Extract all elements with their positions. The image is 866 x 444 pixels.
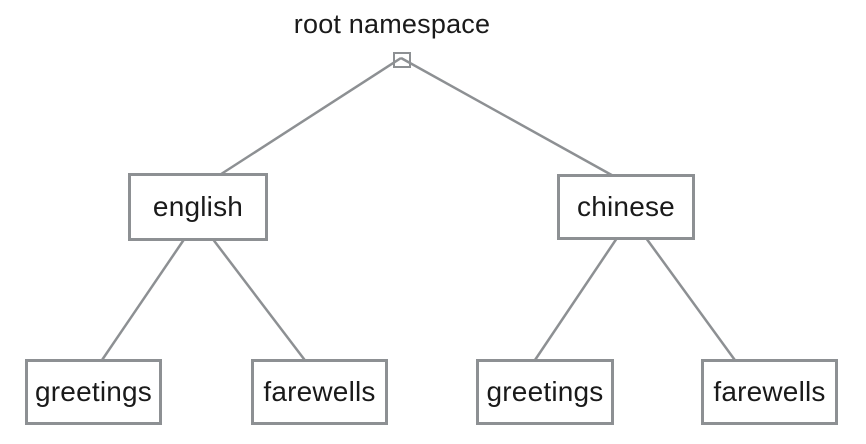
edge-root-chinese [400,56,618,180]
node-english-greetings: greetings [25,359,162,425]
root-node-marker [393,52,411,68]
node-chinese-farewells: farewells [701,359,838,425]
node-english: english [128,173,268,241]
node-chinese: chinese [557,174,695,240]
root-namespace-label: root namespace [293,9,491,39]
node-english-farewells: farewells [251,359,388,425]
edge-root-english [214,56,402,180]
edge-english-farewells [211,237,308,364]
node-chinese-greetings: greetings [476,359,614,425]
edge-chinese-farewells [644,237,739,364]
edge-english-greetings [98,237,187,364]
edge-chinese-greetings [531,237,619,364]
